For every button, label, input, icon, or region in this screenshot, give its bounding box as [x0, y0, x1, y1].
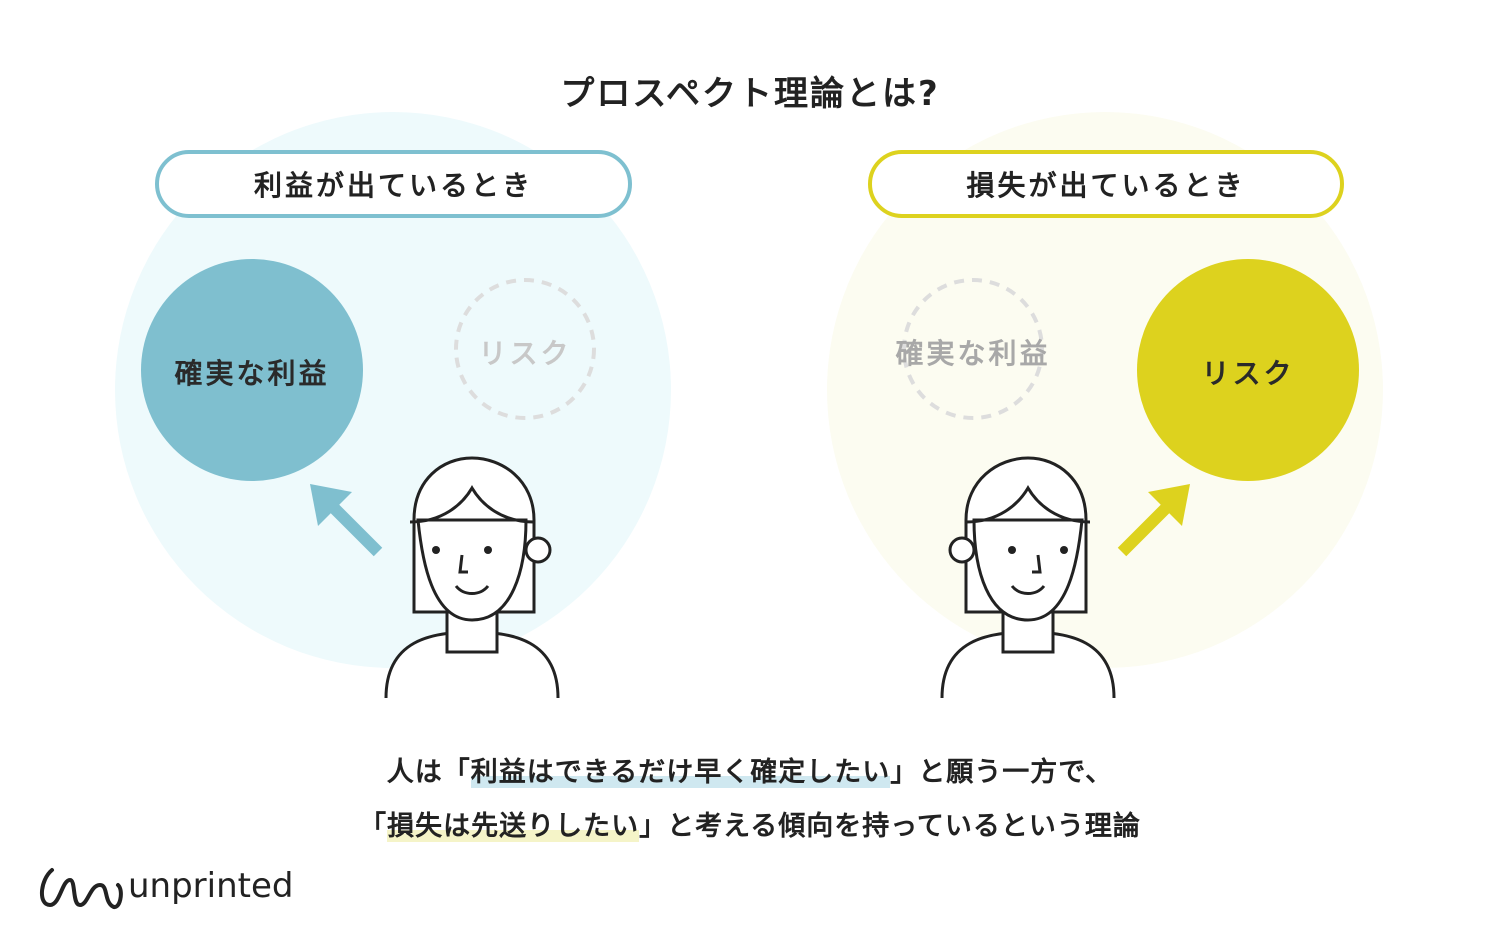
right-certain-gain-dashed-circle	[902, 278, 1044, 420]
left-certain-gain-label: 確実な利益	[174, 357, 330, 390]
caption-text: 人は「	[386, 757, 471, 788]
caption-text: 」と願う一方で、	[890, 757, 1114, 788]
right-certain-gain-label: 確実な利益	[895, 337, 1051, 370]
caption-line-2: 「損失は先送りしたい」と考える傾向を持っているという理論	[0, 804, 1500, 843]
caption-text: 「	[359, 811, 388, 842]
left-arrow-icon	[310, 484, 383, 557]
caption-highlight-loss: 損失は先送りしたい	[387, 811, 640, 842]
logo: unprinted	[128, 866, 293, 906]
left-person-icon	[384, 456, 560, 699]
loss-scenario-header: 損失が出ているとき	[868, 150, 1344, 218]
gain-scenario-header: 利益が出ているとき	[155, 150, 632, 218]
right-person-icon	[940, 456, 1116, 699]
left-certain-gain-circle	[141, 259, 363, 481]
page-title: プロスペクト理論とは?	[560, 74, 940, 114]
left-risk-dashed-circle	[454, 278, 596, 420]
caption-highlight-gain: 利益はできるだけ早く確定したい	[470, 757, 891, 788]
left-risk-label: リスク	[478, 337, 572, 370]
right-risk-label: リスク	[1201, 357, 1295, 390]
caption-line-1: 人は「利益はできるだけ早く確定したい」と願う一方で、	[0, 750, 1500, 789]
right-arrow-icon	[1117, 484, 1190, 557]
caption-text: 」と考える傾向を持っているという理論	[639, 811, 1141, 842]
logo-text: unprinted	[128, 866, 294, 906]
right-risk-circle	[1137, 259, 1359, 481]
logo-mark-icon	[40, 868, 123, 910]
